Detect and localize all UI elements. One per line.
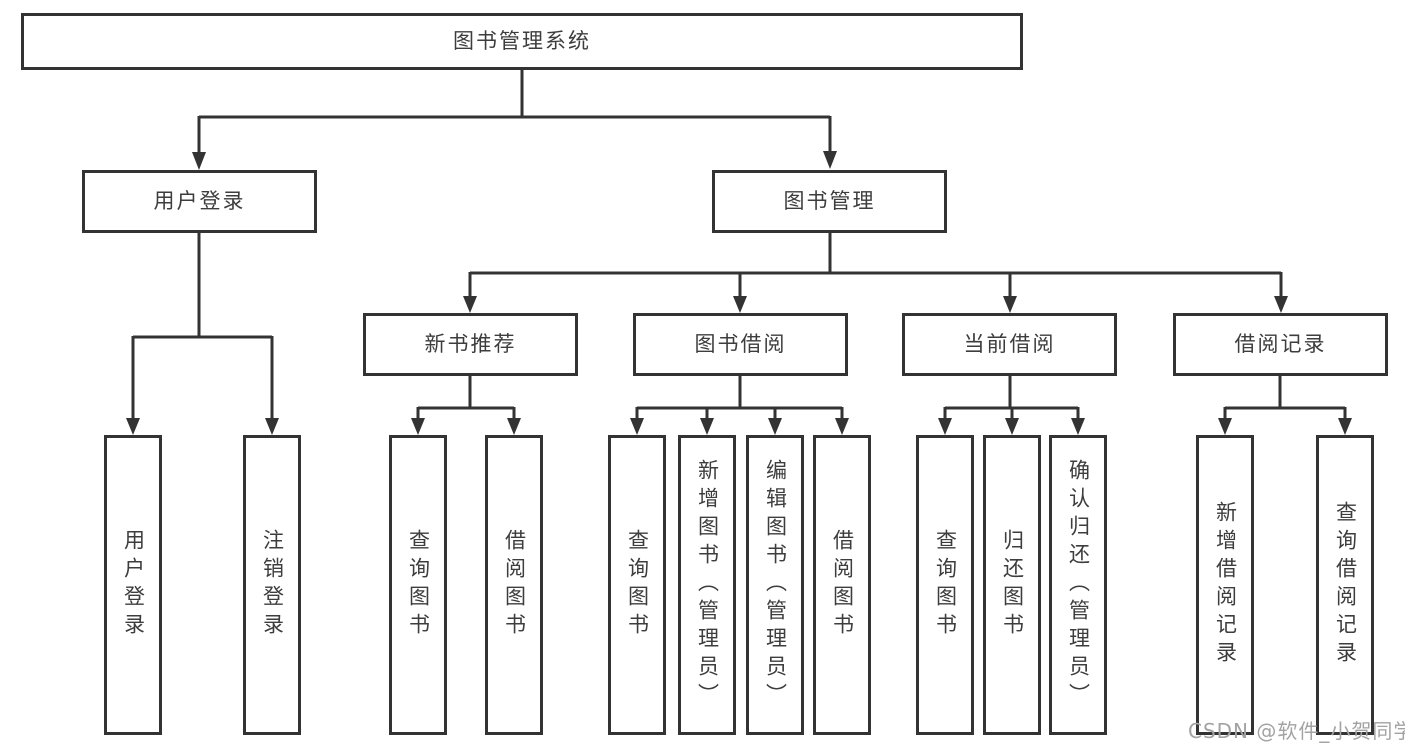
leaf-borrow-books: 借阅图书 <box>813 435 871 735</box>
node-user-login: 用户登录 <box>82 170 317 233</box>
csdn-watermark: CSDN @软件_小贺同学 <box>1188 719 1405 743</box>
leaf-query-books-current: 查询图书 <box>916 435 974 735</box>
arrowheads-userlogin <box>126 418 279 435</box>
node-label: 用户登录 <box>121 529 146 641</box>
leaf-edit-books-admin: 编辑图书（管理员） <box>746 435 804 735</box>
leaf-add-borrow-record: 新增借阅记录 <box>1196 435 1254 735</box>
node-label: 用户登录 <box>153 189 246 213</box>
leaf-user-login: 用户登录 <box>104 435 162 735</box>
connector-root-to-level2 <box>197 70 832 154</box>
connector-borrow-to-leaves <box>635 376 844 419</box>
node-label: 图书借阅 <box>694 332 787 356</box>
node-label: 图书管理 <box>783 189 876 213</box>
node-current-borrowing: 当前借阅 <box>902 313 1117 376</box>
connector-records-to-leaves <box>1223 376 1347 419</box>
node-label: 借阅记录 <box>1234 332 1327 356</box>
node-book-management: 图书管理 <box>712 170 947 233</box>
node-new-book-recommendation: 新书推荐 <box>363 313 578 376</box>
node-borrowing-records: 借阅记录 <box>1173 313 1388 376</box>
arrowheads-current <box>938 418 1085 435</box>
node-label: 确认归还（管理员） <box>1066 459 1091 711</box>
node-label: 新增图书（管理员） <box>695 459 720 711</box>
node-label: 借阅图书 <box>830 529 855 641</box>
leaf-borrow-books-recommend: 借阅图书 <box>485 435 543 735</box>
node-label: 注销登录 <box>260 529 285 641</box>
arrowheads-borrow <box>630 418 849 435</box>
leaf-query-books-recommend: 查询图书 <box>389 435 447 735</box>
arrowheads-level2 <box>192 151 837 170</box>
leaf-add-books-admin: 新增图书（管理员） <box>678 435 736 735</box>
connector-newbook-to-leaves <box>416 376 516 419</box>
node-label: 图书管理系统 <box>453 29 591 53</box>
node-label: 查询借阅记录 <box>1333 501 1358 669</box>
node-book-borrowing: 图书借阅 <box>633 313 848 376</box>
node-label: 归还图书 <box>1000 529 1025 641</box>
leaf-confirm-return-admin: 确认归还（管理员） <box>1049 435 1107 735</box>
connector-userlogin-to-leaves <box>131 233 274 419</box>
node-label: 编辑图书（管理员） <box>763 459 788 711</box>
leaf-return-books: 归还图书 <box>983 435 1041 735</box>
node-label: 查询图书 <box>625 529 650 641</box>
arrowheads-level3 <box>463 296 1288 313</box>
node-label: 新增借阅记录 <box>1213 501 1238 669</box>
node-label: 当前借阅 <box>963 332 1056 356</box>
node-label: 查询图书 <box>406 529 431 641</box>
node-library-management-system: 图书管理系统 <box>21 13 1023 70</box>
node-label: 借阅图书 <box>502 529 527 641</box>
arrowheads-records <box>1218 418 1352 435</box>
node-label: 查询图书 <box>933 529 958 641</box>
arrowheads-newbook <box>411 418 521 435</box>
leaf-logout: 注销登录 <box>243 435 301 735</box>
connector-bookmgmt-to-level3 <box>468 233 1283 297</box>
leaf-query-borrow-record: 查询借阅记录 <box>1316 435 1374 735</box>
connector-current-to-leaves <box>943 376 1080 419</box>
leaf-query-books-borrow: 查询图书 <box>608 435 666 735</box>
node-label: 新书推荐 <box>424 332 517 356</box>
